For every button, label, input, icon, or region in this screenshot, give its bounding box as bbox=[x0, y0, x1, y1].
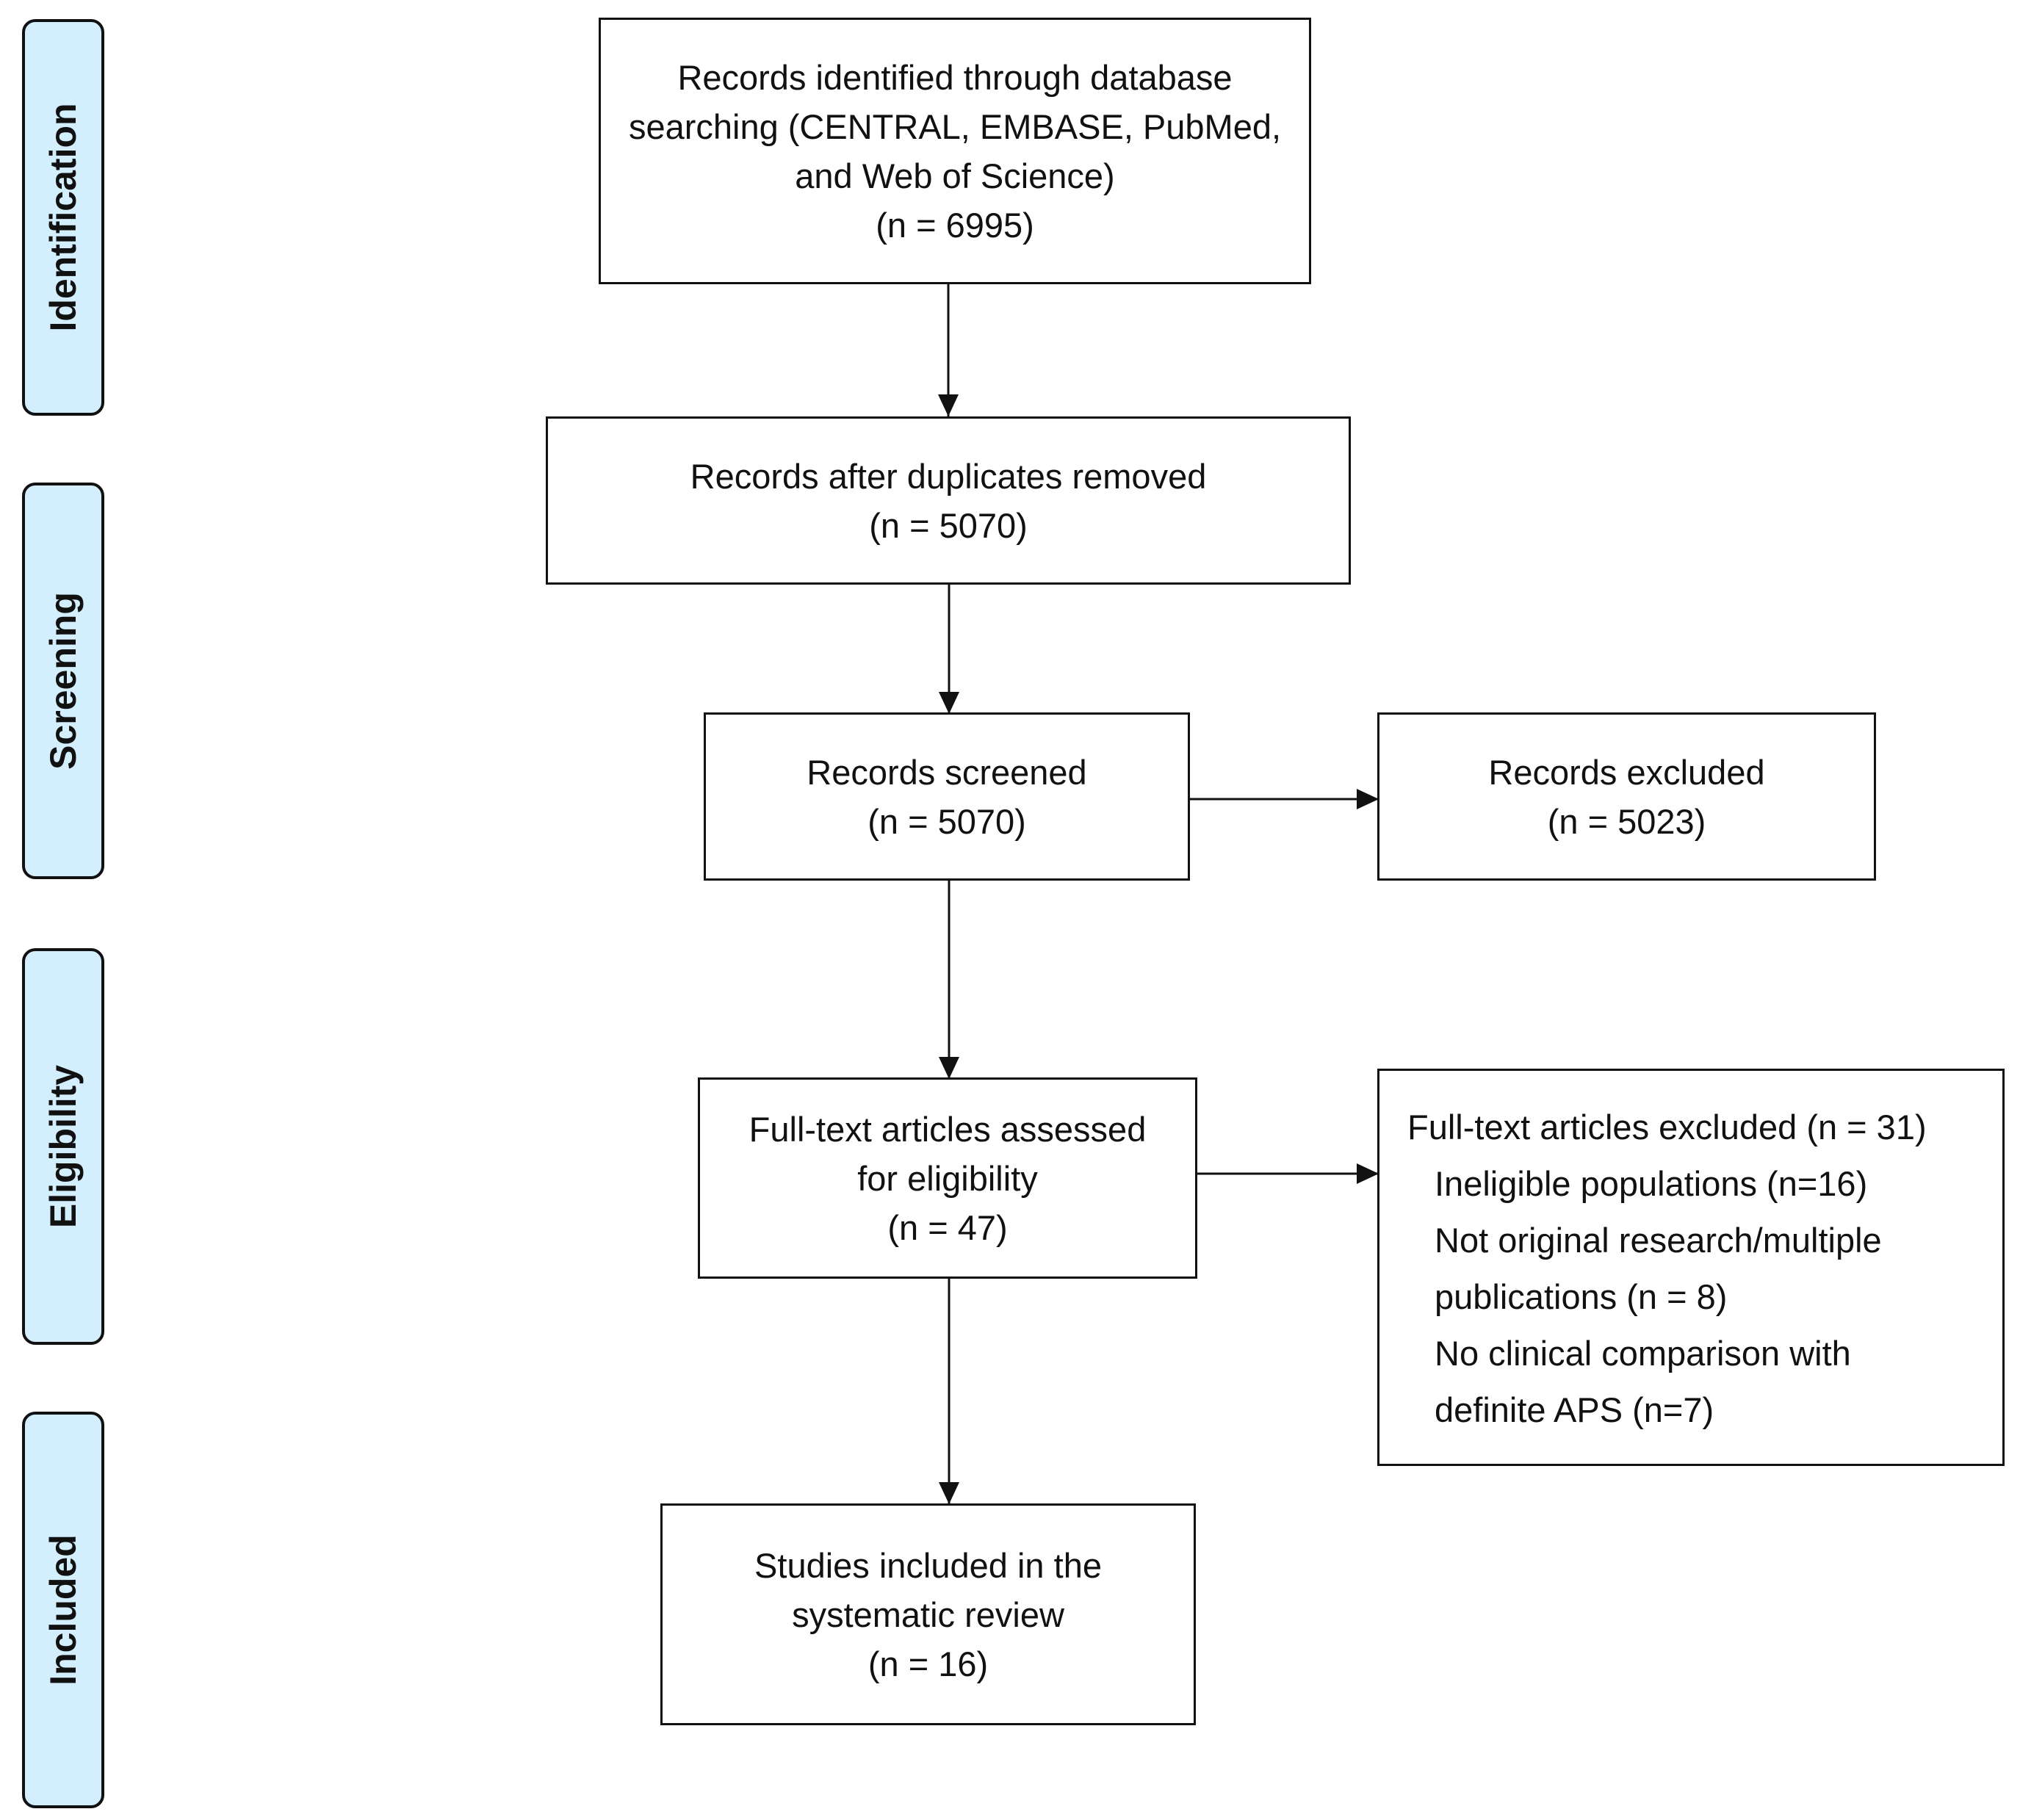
records-identified-line3: and Web of Science) bbox=[795, 156, 1115, 195]
studies-included-line2: systematic review bbox=[792, 1595, 1064, 1634]
records-identified-box: Records identified through database sear… bbox=[599, 18, 1311, 284]
fulltext-assessed-count: (n = 47) bbox=[887, 1207, 1008, 1247]
records-identified-line1: Records identified through database bbox=[677, 57, 1233, 97]
records-excluded-box: Records excluded (n = 5023) bbox=[1377, 712, 1876, 881]
records-deduplicated-box: Records after duplicates removed (n = 50… bbox=[546, 416, 1351, 585]
studies-included-count: (n = 16) bbox=[867, 1644, 989, 1683]
records-screened-count: (n = 5070) bbox=[867, 801, 1026, 841]
fulltext-assessed-line2: for eligibility bbox=[857, 1158, 1038, 1198]
phase-identification: Identification bbox=[22, 19, 104, 416]
records-excluded-count: (n = 5023) bbox=[1547, 801, 1706, 841]
studies-included-line1: Studies included in the bbox=[754, 1545, 1102, 1585]
fulltext-excluded-box: Full-text articles excluded (n = 31) Ine… bbox=[1377, 1069, 2005, 1466]
exclusion-reason-not-original-line1: Not original research/multiple bbox=[1435, 1221, 1882, 1260]
fulltext-assessed-box: Full-text articles assessed for eligibil… bbox=[698, 1077, 1197, 1279]
exclusion-reason-no-comparison-line2: definite APS (n=7) bbox=[1435, 1390, 1714, 1429]
exclusion-reason-populations: Ineligible populations (n=16) bbox=[1435, 1164, 1868, 1203]
records-identified-line2: searching (CENTRAL, EMBASE, PubMed, bbox=[628, 106, 1282, 146]
records-deduplicated-line1: Records after duplicates removed bbox=[690, 456, 1207, 496]
phase-eligibility: Eligibility bbox=[22, 948, 104, 1345]
records-deduplicated-count: (n = 5070) bbox=[869, 505, 1028, 545]
records-identified-count: (n = 6995) bbox=[876, 205, 1034, 245]
exclusion-reason-no-comparison-line1: No clinical comparison with bbox=[1435, 1334, 1851, 1373]
fulltext-assessed-line1: Full-text articles assessed bbox=[749, 1109, 1147, 1149]
records-excluded-line1: Records excluded bbox=[1488, 752, 1765, 792]
exclusion-reason-not-original-line2: publications (n = 8) bbox=[1435, 1277, 1728, 1316]
records-screened-line1: Records screened bbox=[807, 752, 1087, 792]
phase-included: Included bbox=[22, 1412, 104, 1808]
studies-included-box: Studies included in the systematic revie… bbox=[660, 1503, 1196, 1725]
phase-screening: Screening bbox=[22, 483, 104, 879]
fulltext-excluded-heading: Full-text articles excluded (n = 31) bbox=[1407, 1108, 1927, 1146]
records-screened-box: Records screened (n = 5070) bbox=[704, 712, 1190, 881]
